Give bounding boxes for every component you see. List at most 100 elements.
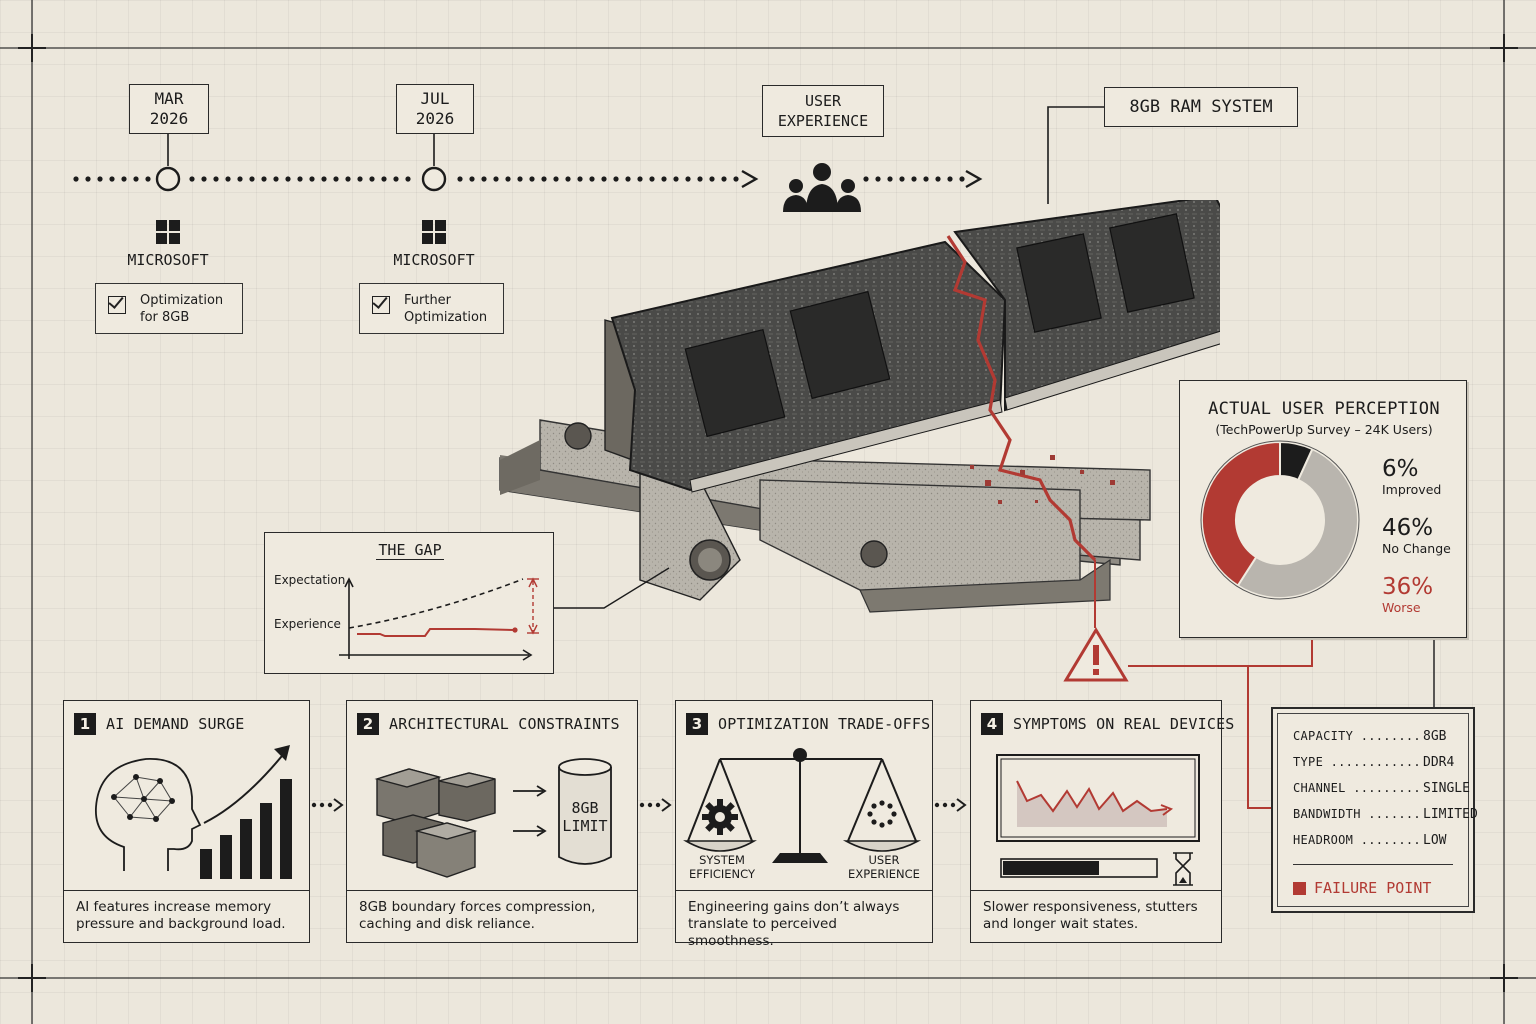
limit-line: LIMIT bbox=[562, 817, 608, 835]
milestone-jul bbox=[421, 166, 447, 192]
spec-row-channel: CHANNEL .........SINGLE bbox=[1293, 781, 1470, 796]
spec-key: CHANNEL ......... bbox=[1293, 781, 1421, 795]
step-header: 4 SYMPTOMS ON REAL DEVICES bbox=[981, 711, 1235, 737]
system-label-box: 8GB RAM SYSTEM bbox=[1104, 87, 1298, 127]
step-header: 2 ARCHITECTURAL CONSTRAINTS bbox=[357, 711, 620, 737]
failure-square-icon bbox=[1293, 881, 1306, 895]
step-number: 1 bbox=[74, 713, 96, 735]
legend-value: 46% bbox=[1382, 515, 1434, 541]
loading-spinner-icon bbox=[867, 800, 897, 828]
spec-value: 8GB bbox=[1423, 729, 1447, 744]
microsoft-logo-icon bbox=[156, 220, 180, 244]
gap-leader-line bbox=[554, 567, 670, 609]
perception-subtitle: (TechPowerUp Survey – 24K Users) bbox=[1215, 422, 1433, 437]
scale-label-line: USER bbox=[868, 853, 900, 867]
note-line: Optimization bbox=[404, 310, 488, 325]
date-month: JUL bbox=[420, 89, 450, 108]
scale-label-line: EXPERIENCE bbox=[848, 867, 920, 881]
perception-panel: ACTUAL USER PERCEPTION (TechPowerUp Surv… bbox=[1179, 380, 1467, 638]
spec-row-bandwidth: BANDWIDTH .......LIMITED bbox=[1293, 807, 1478, 822]
step-panel-1: 1 AI DEMAND SURGE AI fea bbox=[63, 700, 310, 943]
step-header: 3 OPTIMIZATION TRADE-OFFS bbox=[686, 711, 930, 737]
step-number: 3 bbox=[686, 713, 708, 735]
spec-value: LOW bbox=[1423, 833, 1447, 848]
step-desc-line: Slower responsiveness, stutters bbox=[983, 899, 1198, 915]
scale-label-line: EFFICIENCY bbox=[688, 867, 756, 881]
gear-icon bbox=[702, 799, 738, 835]
step-title: ARCHITECTURAL CONSTRAINTS bbox=[389, 715, 620, 733]
date-box-jul: JUL 2026 bbox=[396, 84, 474, 134]
milestone-mar bbox=[155, 166, 181, 192]
spec-card: CAPACITY ........8GB TYPE ............DD… bbox=[1271, 707, 1478, 913]
step-header: 1 AI DEMAND SURGE bbox=[74, 711, 244, 737]
failure-point-label: FAILURE POINT bbox=[1293, 879, 1431, 897]
blocks-limit-illustration bbox=[374, 758, 612, 878]
note-line: Further bbox=[404, 293, 452, 308]
gap-title-text: THE GAP bbox=[376, 541, 444, 560]
step-number: 4 bbox=[981, 713, 1003, 735]
legend-no-change: 46% No Change bbox=[1382, 514, 1451, 556]
stutter-line bbox=[1016, 780, 1168, 813]
perception-title: ACTUAL USER PERCEPTION bbox=[1208, 399, 1440, 419]
step-connectors bbox=[311, 798, 967, 812]
step-description: 8GB boundary forces compression, caching… bbox=[347, 890, 637, 942]
head-silhouette-icon bbox=[95, 758, 202, 871]
step-description: AI features increase memory pressure and… bbox=[64, 890, 309, 942]
spec-key: TYPE ............ bbox=[1293, 755, 1421, 769]
gap-chart-title: THE GAP bbox=[265, 541, 555, 560]
perception-donut-chart bbox=[1200, 440, 1360, 600]
spec-key: HEADROOM ........ bbox=[1293, 833, 1421, 847]
spec-row-headroom: HEADROOM ........LOW bbox=[1293, 833, 1468, 848]
step-description: Slower responsiveness, stutters and long… bbox=[971, 890, 1221, 942]
step-desc-line: AI features increase memory bbox=[76, 899, 272, 915]
legend-value: 36% bbox=[1382, 574, 1434, 600]
company-label-1: MICROSOFT bbox=[127, 251, 209, 269]
step-desc-line: and longer wait states. bbox=[983, 916, 1139, 932]
ai-head-chart-illustration bbox=[95, 745, 292, 879]
spec-row-type: TYPE ............DDR4 bbox=[1293, 755, 1468, 770]
users-group-icon bbox=[783, 163, 861, 212]
step-desc-line: translate to perceived smoothness. bbox=[688, 916, 837, 949]
timeline-arrow-1 bbox=[741, 169, 759, 189]
spec-row-capacity: CAPACITY ........8GB bbox=[1293, 729, 1468, 744]
legend-label: No Change bbox=[1382, 541, 1451, 556]
step-panel-2: 2 ARCHITECTURAL CONSTRAINTS bbox=[346, 700, 638, 943]
spec-value: SINGLE bbox=[1423, 781, 1470, 796]
legend-label: Improved bbox=[1382, 482, 1442, 497]
legend-label: Worse bbox=[1382, 600, 1421, 615]
spec-key: CAPACITY ........ bbox=[1293, 729, 1421, 743]
limit-cylinder-icon bbox=[558, 758, 612, 865]
spec-value: DDR4 bbox=[1423, 755, 1455, 770]
expectation-label: Expectation bbox=[274, 573, 346, 587]
rising-bars-icon bbox=[200, 779, 292, 879]
note-line: Optimization bbox=[140, 293, 224, 308]
ram-module-illustration bbox=[499, 200, 1220, 628]
donut-slice-no-change bbox=[1236, 447, 1359, 599]
step-title: AI DEMAND SURGE bbox=[106, 715, 245, 733]
hourglass-icon bbox=[1173, 852, 1193, 886]
step-title: OPTIMIZATION TRADE-OFFS bbox=[718, 715, 931, 733]
spec-key: BANDWIDTH ....... bbox=[1293, 807, 1421, 821]
step-panel-4: 4 SYMPTOMS ON REAL DEVICES Slower respon… bbox=[970, 700, 1234, 943]
failure-connectors bbox=[1063, 627, 1435, 809]
milestone-note-1: Optimization for 8GB bbox=[95, 283, 243, 334]
timeline-graphics bbox=[73, 106, 1104, 244]
failure-text: FAILURE POINT bbox=[1314, 879, 1432, 897]
user-experience-box: USER EXPERIENCE bbox=[762, 85, 884, 137]
timeline-dots bbox=[73, 176, 965, 182]
ux-line: EXPERIENCE bbox=[777, 112, 869, 130]
step-desc-line: pressure and background load. bbox=[76, 916, 286, 932]
scale-label-line: SYSTEM bbox=[699, 853, 745, 867]
step-description: Engineering gains don’t always translate… bbox=[676, 890, 932, 949]
company-label-2: MICROSOFT bbox=[393, 251, 475, 269]
note-line: for 8GB bbox=[140, 310, 190, 325]
memory-blocks-icon bbox=[374, 768, 496, 878]
donut-outline bbox=[1200, 440, 1360, 600]
timeline-arrow-2 bbox=[965, 169, 983, 189]
